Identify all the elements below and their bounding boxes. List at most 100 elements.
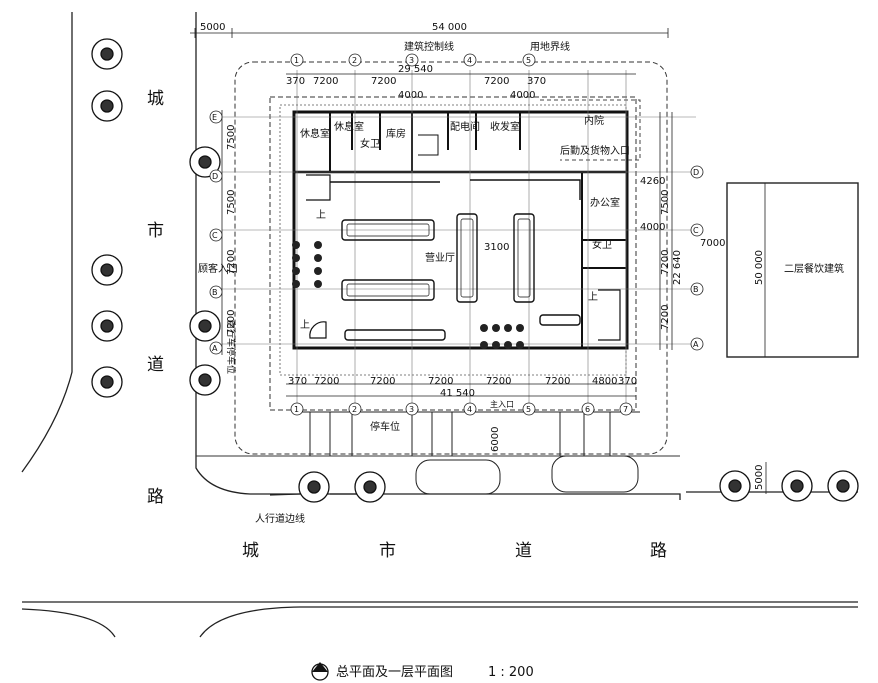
dims-right-rot: 7500 7200 7200 22 640 50 000 5000 6000 (490, 190, 765, 490)
road-edges (21, 12, 858, 638)
axis-col-label: 3 (409, 405, 414, 414)
stair-left (306, 174, 331, 201)
dim-bottom-total: 41 540 (440, 388, 475, 399)
table-clusters (292, 241, 524, 349)
dim-top: 7200 (313, 76, 338, 87)
road-bottom-char: 城 (242, 541, 259, 561)
road-bottom-char: 路 (650, 541, 667, 561)
axis-col-label: 5 (526, 405, 531, 414)
dim-top: 7200 (484, 76, 509, 87)
dims-left: 7500 7500 7200 7200 (226, 125, 237, 335)
axis-row-label: D (212, 172, 218, 181)
room-office: 办公室 (590, 196, 620, 209)
axis-col-label: 7 (623, 405, 628, 414)
grid-axis-lines (222, 70, 696, 405)
dim-bottom: 370 (618, 376, 637, 387)
caption-title: 总平面及一层平面图 (336, 665, 453, 680)
tree-icon (298, 471, 330, 503)
dim-bottom: 370 (288, 376, 307, 387)
tree-icon (91, 90, 123, 122)
axis-col-label: 1 (294, 56, 299, 65)
dim-right: 4000 (640, 222, 665, 233)
axis-col-label: 2 (352, 405, 357, 414)
tree-icon (827, 470, 859, 502)
axis-row-label: C (693, 226, 699, 235)
axis-row-label: B (693, 285, 699, 294)
label-inner-yard: 内院 (584, 114, 604, 127)
axis-bubbles-top (290, 53, 536, 67)
room-wc-top: 女卫 (360, 137, 380, 150)
dim-left: 7200 (226, 250, 237, 275)
tree-icon (91, 254, 123, 286)
tree-icon (91, 366, 123, 398)
road-left-char: 道 (147, 355, 164, 375)
axis-col-label: 4 (467, 56, 472, 65)
tree-icon (189, 364, 221, 396)
label-service-entrance: 后勤及货物入口 (560, 144, 630, 157)
room-hall: 营业厅 (425, 251, 455, 264)
dim-overall-top: 54 000 (432, 22, 467, 33)
trees (91, 38, 859, 503)
axis-col-label: 4 (467, 405, 472, 414)
road-bottom-char: 市 (379, 541, 396, 561)
dim-hall-span: 3100 (484, 242, 509, 253)
stair-top (418, 134, 439, 156)
axis-row-label: B (212, 288, 218, 297)
axis-row-label: D (693, 168, 699, 177)
label-up: 上 (316, 209, 326, 221)
dim-top: 7200 (371, 76, 396, 87)
label-neighbor-building: 二层餐饮建筑 (784, 262, 844, 275)
axis-col-label: 1 (294, 405, 299, 414)
room-rest2: 休息室 (334, 120, 364, 133)
dim-right-total: 22 640 (672, 250, 683, 285)
label-parking: 停车位 (370, 420, 400, 433)
stair-right (598, 289, 621, 341)
axis-col-label: 2 (352, 56, 357, 65)
road-left-char: 城 (147, 89, 164, 109)
axis-bubbles-left (209, 110, 223, 355)
dim-top: 4000 (510, 90, 535, 101)
room-wc-right: 女卫 (592, 238, 612, 251)
road-bottom-char: 道 (515, 541, 532, 561)
dim-right: 4260 (640, 176, 665, 187)
dim-top: 370 (286, 76, 305, 87)
axis-row-label: E (212, 113, 217, 122)
dim-left: 7200 (226, 310, 237, 335)
dim-neighbor: 50 000 (754, 250, 765, 285)
road-left-char: 路 (147, 487, 164, 507)
label-bike-parking: 自行车停车位 (225, 320, 237, 374)
inner-yard-outline (540, 99, 641, 161)
dim-bottom: 7200 (545, 376, 570, 387)
dimension-lines (190, 28, 767, 494)
dim-top: 4000 (398, 90, 423, 101)
site-boundary-lines (234, 61, 668, 455)
tree-icon (719, 470, 751, 502)
tree-icon (189, 146, 221, 178)
room-receiving: 收发室 (490, 120, 520, 133)
dim-parking-depth: 6000 (490, 427, 501, 452)
dim-bottom: 7200 (486, 376, 511, 387)
tree-icon (91, 38, 123, 70)
road-left-char: 市 (147, 221, 164, 241)
axis-col-label: 5 (526, 56, 531, 65)
room-power: 配电间 (450, 120, 480, 133)
axis-bubbles-bottom (290, 402, 633, 416)
dim-left: 7500 (226, 125, 237, 150)
dim-bottom-right: 5000 (754, 465, 765, 490)
axis-row-label: C (212, 231, 218, 240)
label-main-entrance: 主入口 (490, 399, 514, 409)
dim-bottom: 4800 (592, 376, 617, 387)
dim-right: 7200 (660, 250, 671, 275)
neighbor-building (726, 182, 859, 358)
label-site-boundary: 用地界线 (530, 40, 570, 53)
room-rest1: 休息室 (300, 127, 330, 140)
dim-bottom: 7200 (314, 376, 339, 387)
label-sidewalk-line: 人行道边线 (255, 512, 305, 525)
dim-right: 7500 (660, 190, 671, 215)
dim-right-gap: 7000 (700, 238, 725, 249)
tree-icon (91, 310, 123, 342)
axis-row-label: A (693, 340, 699, 349)
dim-bottom: 7200 (428, 376, 453, 387)
dim-right: 7200 (660, 305, 671, 330)
